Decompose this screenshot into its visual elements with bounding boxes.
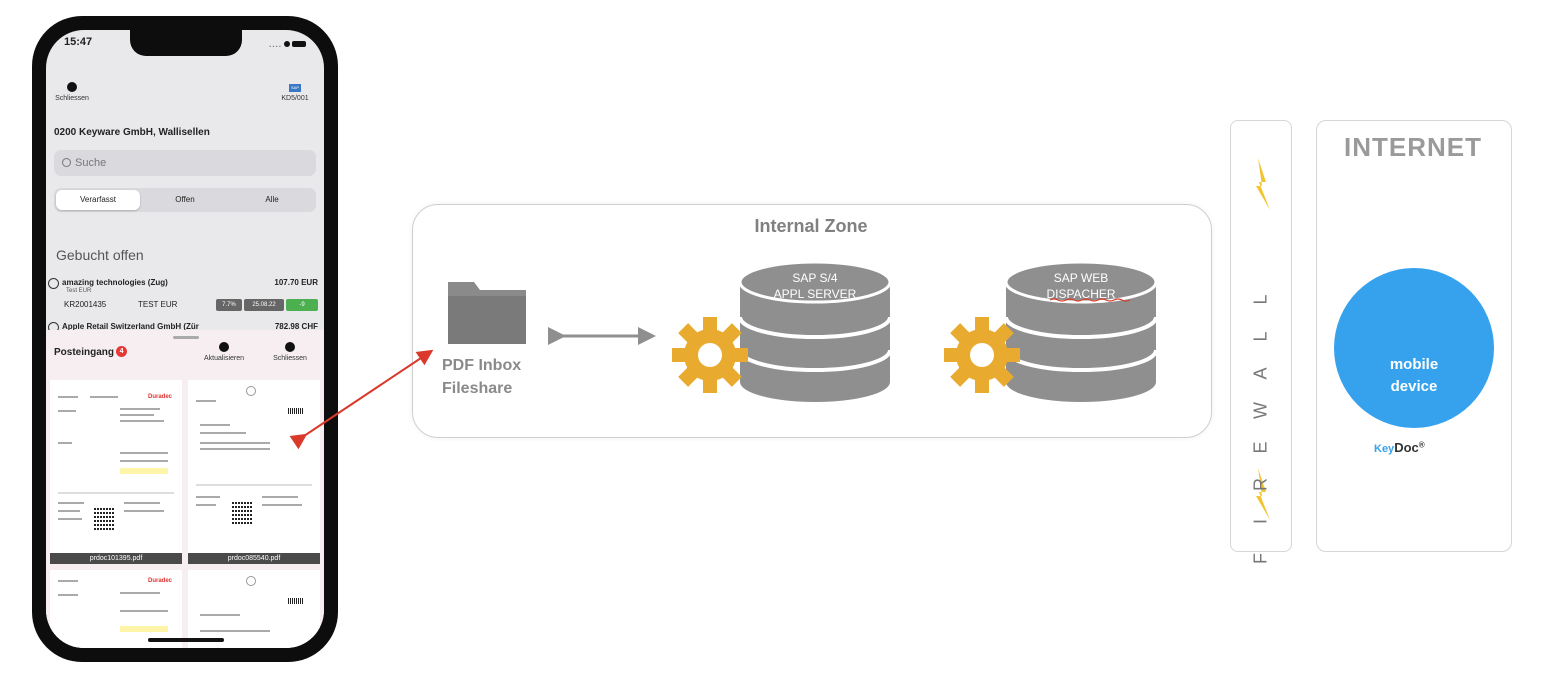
segment-offen[interactable]: Offen xyxy=(175,195,195,204)
internet-box xyxy=(1316,120,1512,552)
close-circle-icon xyxy=(285,342,295,352)
zone-title: Internal Zone xyxy=(754,216,868,236)
document-id: KR2001435 xyxy=(64,300,107,309)
segment-alle[interactable]: Alle xyxy=(265,195,279,204)
inbox-count-badge: 4 xyxy=(116,346,128,357)
segment-erfasst[interactable]: Verarfasst xyxy=(56,190,140,210)
sheet-handle[interactable] xyxy=(173,336,199,339)
close-button-label: Schliessen xyxy=(55,95,89,102)
globe-icon xyxy=(48,278,59,289)
pdf-thumbnail[interactable]: Duradec xyxy=(50,570,182,648)
status-time: 15:47 xyxy=(64,36,93,48)
phone-screen: 15:47 .... Schliessen SAP KD5/001 0200 K… xyxy=(46,30,324,648)
sheet-close-button[interactable]: Schliessen xyxy=(264,342,316,362)
barcode-icon xyxy=(288,598,304,604)
home-indicator xyxy=(148,638,224,642)
pdf-thumbnail[interactable]: prdoc085540.pdf xyxy=(188,380,320,564)
internet-title: INTERNET xyxy=(1344,132,1482,162)
phone-mockup: 15:47 .... Schliessen SAP KD5/001 0200 K… xyxy=(32,16,338,662)
vendor-name: amazing technologies (Zug) xyxy=(62,278,168,287)
search-icon xyxy=(62,158,71,167)
amount: 782.98 CHF xyxy=(274,322,318,331)
thumb-brand: Duradec xyxy=(147,578,172,584)
refresh-label: Aktualisieren xyxy=(203,355,245,362)
pdf-thumbnail[interactable] xyxy=(188,570,320,648)
vendor-name: Apple Retail Switzerland GmbH (Zür xyxy=(62,322,199,331)
company-logo-icon xyxy=(246,386,256,396)
sap-system-button[interactable]: SAP KD5/001 xyxy=(274,84,316,102)
company-name: 0200 Keyware GmbH, Wallisellen xyxy=(54,127,210,138)
company-logo-icon xyxy=(246,576,256,586)
firewall-letter: F xyxy=(1250,553,1271,564)
tax-chip: 7.7% xyxy=(216,299,242,311)
thumb-brand: Duradec xyxy=(147,394,172,400)
barcode-icon xyxy=(288,408,304,414)
phone-notch xyxy=(130,30,242,56)
sap-system-label: KD5/001 xyxy=(281,95,309,102)
status-bar: 15:47 .... xyxy=(64,36,306,52)
qr-code-icon xyxy=(232,502,252,524)
file-name: prdoc101395.pdf xyxy=(50,553,182,564)
segmented-control: Verarfasst Offen Alle xyxy=(54,188,316,212)
refresh-icon xyxy=(219,342,229,352)
document-desc: TEST EUR xyxy=(138,300,178,309)
status-chip: -9 xyxy=(286,299,318,311)
amount: 107.70 EUR xyxy=(274,278,318,287)
section-title: Gebucht offen xyxy=(56,247,144,263)
wifi-icon xyxy=(284,41,290,47)
refresh-button[interactable]: Aktualisieren xyxy=(196,342,252,362)
search-placeholder: Suche xyxy=(75,157,107,169)
search-input[interactable]: Suche xyxy=(54,150,316,176)
close-circle-icon xyxy=(67,82,77,92)
vendor-sub: Test EUR xyxy=(66,288,92,294)
qr-code-icon xyxy=(94,508,114,530)
status-icons: .... xyxy=(269,40,306,49)
sheet-close-label: Schliessen xyxy=(273,355,307,362)
file-name: prdoc085540.pdf xyxy=(188,553,320,564)
pdf-thumbnail[interactable]: Duradec prdoc101395.pdf xyxy=(50,380,182,564)
date-chip: 25.08.22 xyxy=(244,299,284,311)
close-button[interactable]: Schliessen xyxy=(54,82,90,102)
sap-logo-icon: SAP xyxy=(289,84,301,92)
battery-icon xyxy=(292,41,306,47)
keydoc-logo: KeyDoc® xyxy=(1374,440,1425,455)
internal-zone-box xyxy=(412,204,1212,438)
